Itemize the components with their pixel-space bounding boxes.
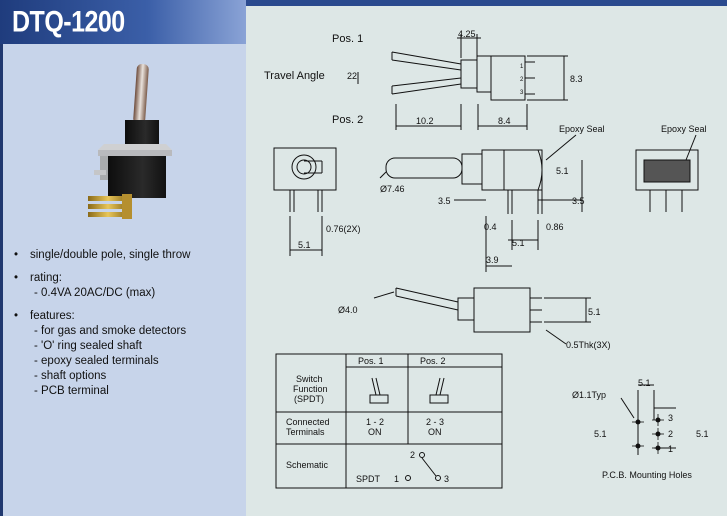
pin-label-2: 2 xyxy=(520,77,524,83)
dim-0-4: 0.4 xyxy=(484,222,497,232)
pcb-hole-diameter: Ø1.1Typ xyxy=(572,390,606,400)
dim-diameter-7-46: Ø7.46 xyxy=(380,184,405,194)
feature-item: - shaft options xyxy=(34,370,107,382)
dim-5-1-mid: 5.1 xyxy=(512,238,525,248)
table-header-pos1: Pos. 1 xyxy=(358,356,384,366)
dim-4-25: 4.25 xyxy=(458,29,476,39)
schematic-terminal-3: 3 xyxy=(444,474,449,484)
epoxy-seal-label-1: Epoxy Seal xyxy=(559,124,605,134)
pcb-dim-top: 5.1 xyxy=(638,378,651,388)
pcb-caption: P.C.B. Mounting Holes xyxy=(602,470,692,480)
dim-5-1-front: 5.1 xyxy=(298,240,311,250)
spec-features-label: features: xyxy=(10,309,242,324)
pin-label-3: 3 xyxy=(520,90,524,96)
feature-item: - PCB terminal xyxy=(34,385,109,397)
travel-angle-value: 22 xyxy=(347,71,357,81)
dim-0-76: 0.76(2X) xyxy=(326,224,361,234)
table-switch-line3: (SPDT) xyxy=(294,394,324,404)
dim-3-5-right: 3.5 xyxy=(572,196,585,206)
pin-label-1: 1 xyxy=(520,64,524,70)
feature-item: - 'O' ring sealed shaft xyxy=(34,340,142,352)
table-pos2-terminals: 2 - 3 xyxy=(426,417,444,427)
spec-rating-value: - 0.4VA 20AC/DC (max) xyxy=(34,287,156,299)
table-pos1-state: ON xyxy=(368,427,382,437)
table-connected-line2: Terminals xyxy=(286,427,325,437)
pcb-pin-3: 3 xyxy=(668,413,673,423)
dim-thickness: 0.5Thk(3X) xyxy=(566,340,611,350)
technical-drawing: Pos. 1 Travel Angle 22 Pos. 2 4.25 8.3 1… xyxy=(264,29,709,489)
dim-8-3: 8.3 xyxy=(570,74,583,84)
dim-3-9: 3.9 xyxy=(486,255,499,265)
pcb-pin-2: 2 xyxy=(668,429,673,439)
pcb-dim-right: 5.1 xyxy=(696,429,709,439)
dim-diameter-4-0: Ø4.0 xyxy=(338,305,358,315)
product-title: DTQ-1200 xyxy=(12,5,125,39)
switch-photo xyxy=(88,63,172,219)
schematic-spdt: SPDT xyxy=(356,474,381,484)
pcb-dim-left: 5.1 xyxy=(594,429,607,439)
feature-item: - for gas and smoke detectors xyxy=(34,325,187,337)
pos2-label: Pos. 2 xyxy=(332,114,363,126)
table-pos1-terminals: 1 - 2 xyxy=(366,417,384,427)
pos1-label: Pos. 1 xyxy=(332,33,363,45)
feature-list: single/double pole, single throw rating:… xyxy=(10,248,242,399)
epoxy-seal-label-2: Epoxy Seal xyxy=(661,124,707,134)
dim-0-86: 0.86 xyxy=(546,222,564,232)
table-switch-line1: Switch xyxy=(296,374,323,384)
top-border xyxy=(246,0,727,6)
schematic-terminal-1: 1 xyxy=(394,474,399,484)
title-bar: DTQ-1200 xyxy=(0,0,246,44)
left-panel: DTQ-1200 xyxy=(0,0,246,516)
dim-10-2: 10.2 xyxy=(416,116,434,126)
table-pos2-state: ON xyxy=(428,427,442,437)
dim-3-5-left: 3.5 xyxy=(438,196,451,206)
table-switch-line2: Function xyxy=(293,384,328,394)
pcb-pin-1: 1 xyxy=(668,444,673,454)
dim-8-4: 8.4 xyxy=(498,116,511,126)
left-border xyxy=(0,0,3,516)
table-header-pos2: Pos. 2 xyxy=(420,356,446,366)
table-schematic-label: Schematic xyxy=(286,460,329,470)
travel-angle-label: Travel Angle xyxy=(264,70,325,82)
table-connected-line1: Connected xyxy=(286,417,330,427)
dim-5-1-lower: 5.1 xyxy=(588,307,601,317)
spec-pole-throw: single/double pole, single throw xyxy=(10,248,242,263)
spec-rating-label: rating: xyxy=(10,271,242,286)
schematic-terminal-2: 2 xyxy=(410,450,415,460)
feature-item: - epoxy sealed terminals xyxy=(34,355,159,367)
dim-5-1-upper: 5.1 xyxy=(556,166,569,176)
